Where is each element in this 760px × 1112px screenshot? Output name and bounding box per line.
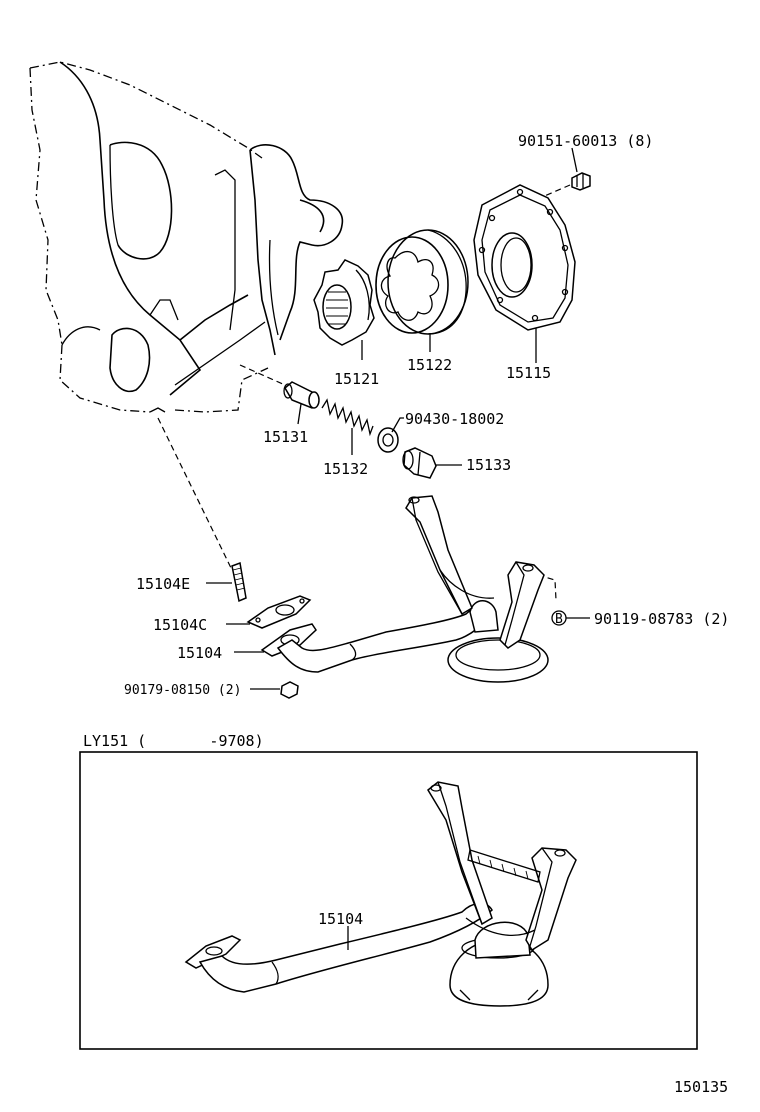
nut-90179-illustration — [280, 681, 299, 699]
label-15104E: 15104E — [136, 575, 190, 593]
timing-cover-illustration — [29, 61, 344, 413]
label-15132: 15132 — [323, 460, 368, 478]
inset-label-15104: 15104 — [318, 910, 363, 928]
inset-frame — [79, 751, 698, 1050]
callout-leaders — [206, 147, 590, 690]
label-15104C: 15104C — [153, 616, 207, 634]
gasket-15104C-illustration — [246, 595, 312, 629]
bolt-90151-illustration — [571, 172, 591, 191]
label-90179-08150: 90179-08150 (2) — [124, 683, 241, 698]
label-90430-18002: 90430-18002 — [405, 410, 504, 428]
oil-strainer-15104-illustration — [260, 495, 549, 683]
drive-gear-15121-illustration — [313, 259, 375, 346]
label-15115: 15115 — [506, 364, 551, 382]
relief-valve-15131-illustration — [283, 381, 320, 409]
pump-cover-15115-illustration — [473, 184, 576, 331]
stud-15104E-illustration — [231, 561, 247, 603]
label-90151-60013: 90151-60013 (8) — [518, 132, 653, 150]
label-15104: 15104 — [177, 644, 222, 662]
label-15122: 15122 — [407, 356, 452, 374]
bolt-90119-marker-letter: B — [555, 612, 563, 627]
label-90119-08783: 90119-08783 (2) — [594, 610, 729, 628]
gasket-90430-illustration — [377, 427, 399, 453]
inset-title: LY151 ( -9708) — [83, 732, 264, 750]
driven-rotor-15122-illustration — [375, 229, 469, 335]
label-15131: 15131 — [263, 428, 308, 446]
figure-number: 150135 — [674, 1078, 728, 1096]
inset-strainer-illustration — [184, 781, 577, 1007]
spring-15132-illustration — [321, 398, 374, 437]
plug-15133-illustration — [402, 447, 437, 479]
label-15121: 15121 — [334, 370, 379, 388]
label-15133: 15133 — [466, 456, 511, 474]
